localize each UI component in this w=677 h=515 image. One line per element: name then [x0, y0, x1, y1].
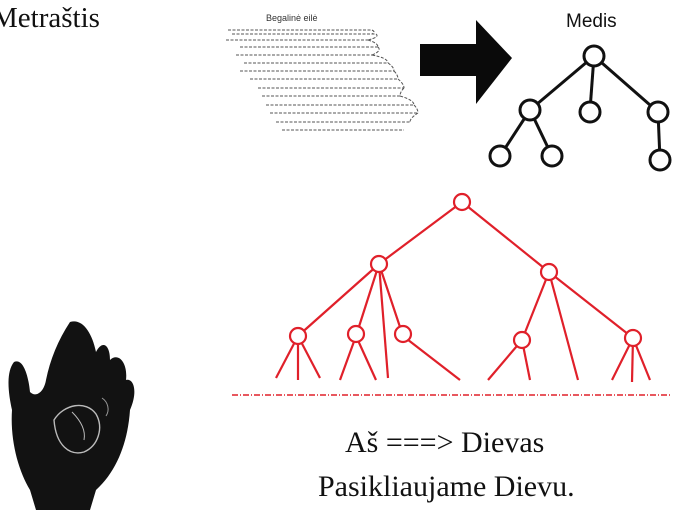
small-tree-diagram: [488, 44, 672, 172]
tree-node: [369, 254, 389, 274]
tree-node: [539, 262, 559, 282]
tree-node: [646, 100, 670, 124]
tree-node: [540, 144, 564, 168]
infinite-queue-graphic: [226, 29, 419, 131]
tree-node: [518, 98, 542, 122]
queue-label: Begalinė eilė: [266, 13, 318, 23]
tree-node: [512, 330, 532, 350]
tree-node: [346, 324, 366, 344]
tree-node: [393, 324, 413, 344]
caption-line-2: Pasikliaujame Dievu.: [318, 470, 575, 503]
tree-node: [488, 144, 512, 168]
hand-icon: [8, 321, 135, 510]
tree-node: [582, 44, 606, 68]
tree-node: [452, 192, 472, 212]
caption-line-1: Aš ===> Dievas: [345, 426, 545, 459]
tree-label: Medis: [566, 11, 617, 32]
page-title: Metraštis: [0, 2, 100, 34]
tree-node: [578, 100, 602, 124]
large-red-tree-diagram: [275, 192, 652, 383]
tree-node: [623, 328, 643, 348]
right-arrow-icon: [420, 20, 512, 104]
tree-node: [648, 148, 672, 172]
tree-node: [288, 326, 308, 346]
